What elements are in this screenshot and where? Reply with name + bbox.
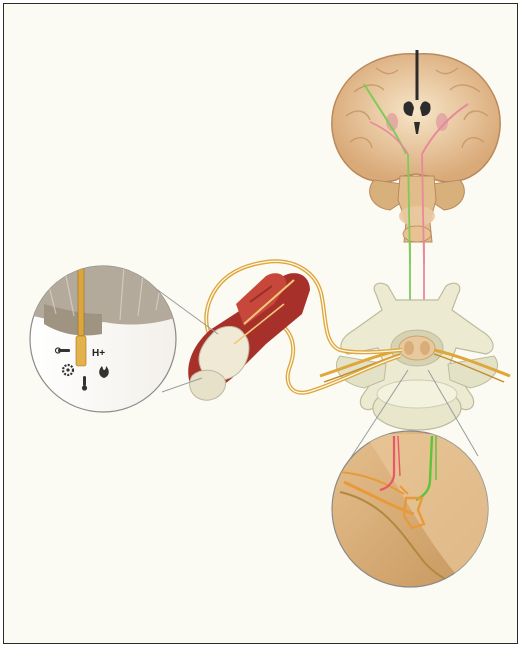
brain-coronal-section bbox=[332, 50, 500, 182]
proton-label: H+ bbox=[92, 348, 105, 359]
spinal-cord bbox=[410, 242, 424, 304]
vertebra bbox=[320, 283, 510, 430]
diagram-frame: H+ bbox=[3, 3, 518, 644]
zoom-callout-synapse bbox=[332, 431, 519, 594]
zoom-callout-nociceptor bbox=[24, 262, 204, 412]
pain-pathway-diagram: H+ bbox=[4, 4, 519, 645]
